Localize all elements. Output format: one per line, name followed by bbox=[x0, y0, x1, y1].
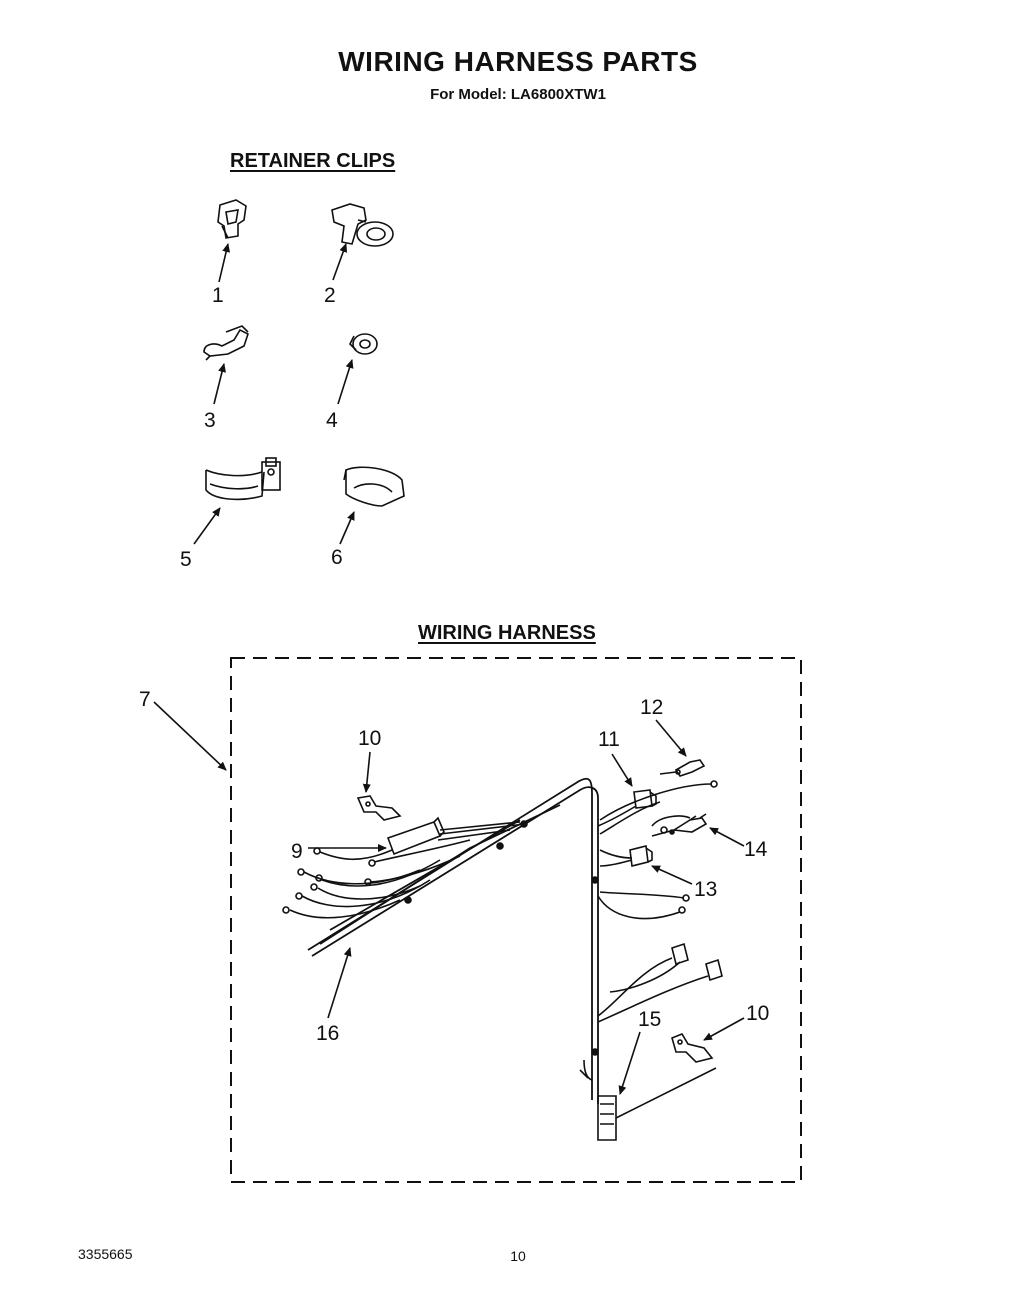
harness-right-upper-leads bbox=[599, 780, 718, 835]
page-title: WIRING HARNESS PARTS bbox=[338, 46, 698, 77]
callout-arrow-10-top bbox=[362, 751, 371, 793]
callout-arrow-6 bbox=[339, 511, 355, 545]
wiring-harness-heading: WIRING HARNESS bbox=[418, 622, 596, 644]
callout-4: 4 bbox=[326, 409, 338, 432]
harness-trunk bbox=[307, 777, 599, 1104]
callout-1: 1 bbox=[212, 284, 224, 307]
callout-10-lower: 10 bbox=[746, 1002, 769, 1025]
callout-11: 11 bbox=[598, 728, 620, 751]
callout-6: 6 bbox=[331, 546, 343, 569]
harness-frame bbox=[230, 657, 802, 1183]
callout-arrow-15 bbox=[618, 1031, 641, 1095]
callout-arrow-5 bbox=[193, 507, 221, 545]
retainer-clip-1-icon bbox=[217, 199, 247, 239]
connector-11-icon bbox=[597, 789, 657, 827]
terminal-14-icon bbox=[651, 813, 708, 837]
retainer-clip-6-icon bbox=[343, 466, 405, 507]
terminal-12-icon bbox=[659, 759, 706, 777]
callout-15: 15 bbox=[638, 1008, 661, 1031]
harness-ties bbox=[404, 820, 599, 1056]
retainer-clips-heading: RETAINER CLIPS bbox=[230, 150, 396, 172]
callout-3: 3 bbox=[204, 409, 216, 432]
terminal-10-lower-icon bbox=[671, 1033, 714, 1063]
callout-12: 12 bbox=[640, 696, 663, 719]
callout-13: 13 bbox=[694, 878, 717, 901]
retainer-clip-3-icon bbox=[203, 325, 249, 361]
callout-9: 9 bbox=[291, 840, 303, 863]
callout-arrow-4 bbox=[337, 359, 354, 405]
callout-arrow-13 bbox=[651, 865, 693, 885]
model-subtitle: For Model: LA6800XTW1 bbox=[430, 86, 606, 103]
connector-13-icon bbox=[599, 845, 653, 867]
retainer-clip-4-icon bbox=[349, 333, 378, 355]
callout-7: 7 bbox=[139, 688, 151, 711]
harness-right-mid-leads bbox=[597, 891, 690, 920]
callout-5: 5 bbox=[180, 548, 192, 571]
document-number: 3355665 bbox=[78, 1246, 133, 1262]
callout-arrow-7 bbox=[153, 701, 227, 771]
page-number: 10 bbox=[510, 1248, 526, 1264]
retainer-clip-2-icon bbox=[331, 203, 394, 247]
harness-lower-connectors bbox=[597, 942, 723, 1023]
callout-arrow-12 bbox=[655, 719, 687, 757]
callout-arrow-10-lower bbox=[703, 1017, 745, 1041]
callout-16: 16 bbox=[316, 1022, 339, 1045]
harness-left-leads bbox=[282, 839, 471, 919]
callout-10-top: 10 bbox=[358, 727, 381, 750]
terminal-10-top-icon bbox=[356, 795, 402, 821]
callout-arrow-1 bbox=[218, 243, 231, 283]
retainer-clip-5-icon bbox=[205, 457, 281, 501]
callout-14: 14 bbox=[744, 838, 768, 861]
callout-arrow-14 bbox=[709, 827, 745, 847]
callout-arrow-11 bbox=[611, 753, 633, 787]
callout-arrow-16 bbox=[327, 947, 352, 1019]
callout-2: 2 bbox=[324, 284, 336, 307]
callout-arrow-3 bbox=[213, 363, 226, 405]
callout-arrow-2 bbox=[332, 243, 348, 281]
connector-9-icon bbox=[386, 816, 526, 856]
connector-15-icon bbox=[579, 1059, 717, 1141]
